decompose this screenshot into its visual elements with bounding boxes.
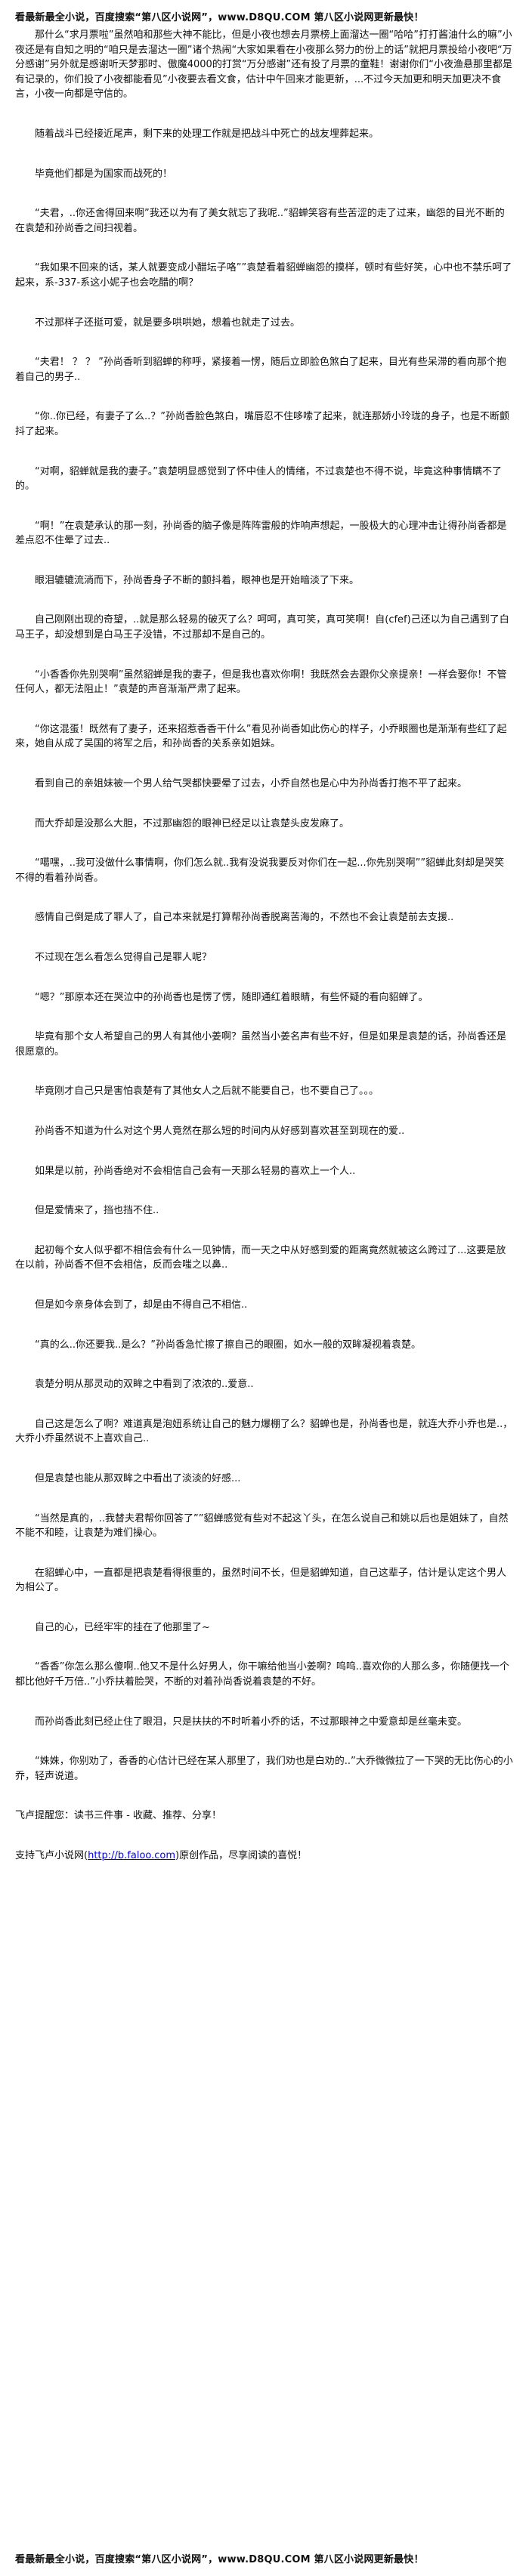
support-line: 支持飞卢小说网(http://b.faloo.com)原创作品，尽享阅读的喜悦！ bbox=[15, 1849, 514, 1864]
faloo-link[interactable]: http://b.faloo.com bbox=[88, 1850, 176, 1862]
paragraph: 不过现在怎么看怎么觉得自己是罪人呢？ bbox=[35, 952, 212, 963]
paragraph: “对啊，貂蝉就是我的妻子。”袁楚明显感觉到了怀中佳人的情绪，不过袁楚也不得不说，… bbox=[15, 465, 502, 493]
paragraph: 毕竟刚才自己只是害怕袁楚有了其他女人之后就不能要自己，也不要自己了。。。 bbox=[35, 1086, 379, 1098]
paragraph: 在貂蝉心中，一直都是把袁楚看得很重的，虽然时间不长，但是貂蝉知道，自己这辈子，估… bbox=[15, 1567, 507, 1594]
footer-banner: 看最新最全小说，百度搜索“第八区小说网”，www.D8QU.COM 第八区小说网… bbox=[15, 2554, 424, 2565]
paragraph: 自己这是怎么了啊？难道真是泡妞系统让自己的魅力爆棚了么？貂蝉也是，孙尚香也是，就… bbox=[15, 1418, 513, 1445]
chapter-content: 那什么“求月票啦”虽然咱和那些大神不能比，但是小夜也想去月票榜上面溜达一圈“哈哈… bbox=[15, 28, 514, 1864]
closing-line: 飞卢提醒您：读书三件事 - 收藏、推荐、分享！ bbox=[15, 1810, 221, 1822]
paragraph: 眼泪辘辘流淌而下，孙尚香身子不断的颤抖着，眼神也是开始暗淡了下来。 bbox=[35, 574, 360, 586]
paragraph: 看到自己的亲姐妹被一个男人给气哭都快要晕了过去，小乔自然也是心中为孙尚香打抱不平… bbox=[35, 778, 468, 790]
paragraph: “嗯？”那原本还在哭泣中的孙尚香也是愣了愣，随即通红着眼睛，有些怀疑的看向貂蝉了… bbox=[35, 991, 428, 1003]
paragraph: 不过那样子还挺可爱，就是要多哄哄她，想着也就走了过去。 bbox=[35, 317, 301, 329]
support-text: 支持飞卢小说网(http://b.faloo.com)原创作品，尽享阅读的喜悦！ bbox=[15, 1850, 308, 1862]
paragraph: “当然是真的，..我替夫君帮你回答了””貂蝉感觉有些对不起这丫头，在怎么说自己和… bbox=[15, 1512, 509, 1540]
paragraph: 毕竟他们都是为国家而战死的！ bbox=[35, 168, 173, 180]
paragraph: 自己刚刚出现的奇望，..就是那么轻易的破灭了么？呵呵，真可笑，真可笑啊！自(cf… bbox=[15, 614, 509, 641]
paragraph: 袁楚分明从那灵动的双眸之中看到了浓浓的..爱意.. bbox=[35, 1379, 254, 1391]
paragraph: 自己的心，已经牢牢的挂在了他那里了~ bbox=[35, 1621, 210, 1633]
paragraph: “小香香你先别哭啊”虽然貂蝉是我的妻子，但是我也喜欢你啊！我既然会去跟你父亲提亲… bbox=[15, 669, 507, 696]
paragraph: “啊！”在袁楚承认的那一刻，孙尚香的脑子像是阵阵雷般的炸响声想起，一股极大的心理… bbox=[15, 520, 507, 547]
paragraph: 感情自己倒是成了罪人了，自己本来就是打算帮孙尚香脱离苦海的，不然也不会让袁楚前去… bbox=[35, 912, 454, 924]
paragraph: 孙尚香不知道为什么对这个男人竟然在那么短的时间内从好感到喜欢甚至到现在的爱.. bbox=[35, 1125, 405, 1137]
paragraph: 而大乔却是没那么大胆，不过那幽怨的眼神已经足以让袁楚头皮发麻了。 bbox=[35, 817, 350, 829]
paragraph: “噶嘿，..我可没做什么事情啊，你们怎么就..我有没说我要反对你们在一起...你… bbox=[15, 857, 505, 884]
paragraph: 但是袁楚也能从那双眸之中看出了淡淡的好感... bbox=[35, 1472, 241, 1484]
paragraph: 如果是以前，孙尚香绝对不会相信自己会有一天那么轻易的喜欢上一个人.. bbox=[35, 1165, 356, 1177]
paragraph: 随着战斗已经接近尾声，剩下来的处理工作就是把战斗中死亡的战友埋葬起来。 bbox=[35, 128, 379, 140]
paragraph: “夫君，..你还舍得回来啊”我还以为有了美女就忘了我呢..”貂蝉笑容有些苦涩的走… bbox=[15, 208, 505, 234]
paragraph: “香香”你怎么那么傻啊..他又不是什么好男人，你干嘛给他当小姜啊？呜呜..喜欢你… bbox=[15, 1661, 509, 1688]
paragraph: 起初每个女人似乎都不相信会有什么一见钟情，而一天之中从好感到爱的距离竟然就被这么… bbox=[15, 1244, 506, 1271]
paragraph: “真的么..你还要我..是么？”孙尚香急忙擦了擦自己的眼圈，如水一般的双眸凝视着… bbox=[35, 1339, 421, 1351]
paragraph: 但是如今亲身体会到了，却是由不得自己不相信.. bbox=[35, 1299, 248, 1311]
paragraph: “我如果不回来的话，某人就要变成小醋坛子咯””袁楚看着貂蝉幽怨的摸样，顿时有些好… bbox=[15, 262, 512, 289]
paragraph: 但是爱情来了，挡也挡不住.. bbox=[35, 1205, 159, 1217]
paragraph: 毕竟有那个女人希望自己的男人有其他小姜啊？虽然当小姜名声有些不好，但是如果是袁楚… bbox=[15, 1031, 507, 1058]
paragraph: 那什么“求月票啦”虽然咱和那些大神不能比，但是小夜也想去月票榜上面溜达一圈“哈哈… bbox=[15, 29, 513, 100]
paragraph: “夫君！ ？ ？ ”孙尚香听到貂蝉的称呼，紧接着一愣，随后立即脸色煞白了起来，目… bbox=[15, 357, 506, 383]
paragraph: “你..你已经，有妻子了么..？”孙尚香脸色煞白，嘴唇忍不住哆嗦了起来，就连那娇… bbox=[15, 411, 509, 437]
header-banner: 看最新最全小说，百度搜索“第八区小说网”，www.D8QU.COM 第八区小说网… bbox=[15, 12, 424, 23]
paragraph: “姝姝，你别劝了，香香的心估计已经在某人那里了，我们劝也是白劝的..”大乔微微拉… bbox=[15, 1756, 513, 1782]
paragraph: “你这混蛋！既然有了妻子，还来招惹香香干什么”看见孙尚香如此伤心的样子，小乔眼圈… bbox=[15, 723, 507, 750]
paragraph: 而孙尚香此刻已经止住了眼泪，只是扶扶的不时听着小乔的话，不过那眼神之中爱意却是丝… bbox=[35, 1716, 468, 1728]
